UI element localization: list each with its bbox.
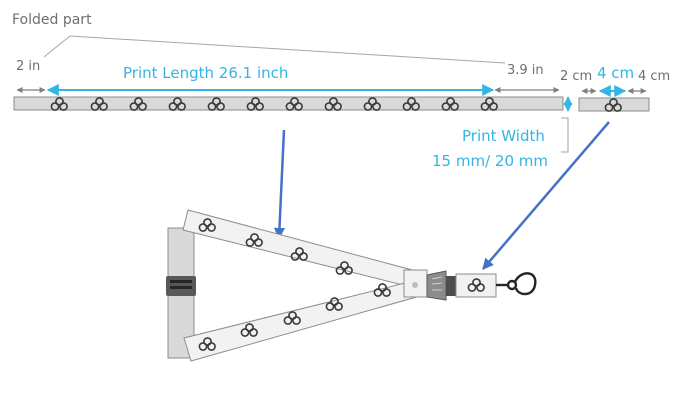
print-width-bracket — [561, 117, 569, 153]
folded-part-label: Folded part — [12, 12, 92, 28]
pointer-arrow-strap — [273, 129, 286, 240]
left-margin-label: 2 in — [16, 59, 40, 74]
breakaway-buckle-icon — [166, 276, 196, 296]
right-margin-label: 3.9 in — [507, 63, 544, 78]
pointer-arrow-tab — [482, 121, 610, 270]
tab-right-label: 4 cm — [638, 69, 670, 84]
rivet-icon — [412, 282, 418, 288]
print-width-title: Print Width — [462, 127, 545, 145]
assembled-lanyard — [166, 209, 537, 362]
tab-print-label: 4 cm — [597, 64, 634, 82]
print-length-label: Print Length 26.1 inch — [123, 64, 288, 82]
tab-strap — [578, 97, 650, 112]
tab-left-label: 2 cm — [560, 69, 592, 84]
lobster-claw-hook-icon — [496, 272, 537, 296]
print-width-value: 15 mm/ 20 mm — [432, 152, 548, 170]
quick-release-clasp-icon — [426, 270, 456, 301]
lower-strap — [183, 280, 421, 362]
folded-part-leader — [43, 35, 506, 64]
